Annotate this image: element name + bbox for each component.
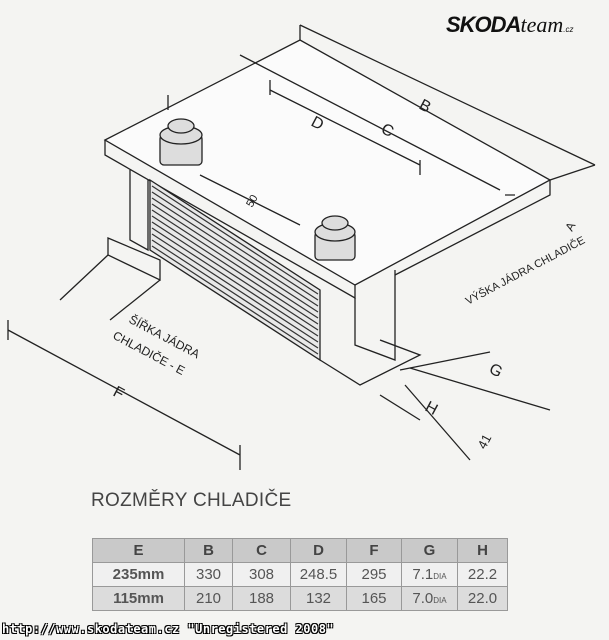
header-h: H: [457, 538, 508, 563]
cell-g: 7.1DIA: [401, 562, 458, 587]
cell-g: 7.0DIA: [401, 586, 458, 611]
filler-cap-right: [314, 215, 356, 261]
cell-e: 115mm: [92, 586, 185, 611]
dim-label-h: H: [422, 399, 440, 419]
table-header-row: E B C D F G H: [92, 538, 508, 563]
cooler-fin: [151, 185, 319, 295]
table-title: ROZMĚRY CHLADIČE: [91, 490, 292, 511]
dimensions-table: E B C D F G H 235mm 330 308 248.5 295 7.…: [92, 538, 508, 611]
cell-h: 22.0: [457, 586, 508, 611]
header-f: F: [346, 538, 402, 563]
cell-h: 22.2: [457, 562, 508, 587]
header-c: C: [232, 538, 291, 563]
cell-e: 235mm: [92, 562, 185, 587]
cell-c: 308: [232, 562, 291, 587]
height-caption: VÝŠKA JÁDRA CHLADIČE: [463, 234, 587, 308]
cooler-fin: [151, 203, 319, 313]
cooler-fin: [151, 245, 319, 355]
header-e: E: [92, 538, 185, 563]
cooler-fin: [151, 221, 319, 331]
dim-label-41: 41: [474, 432, 494, 452]
header-b: B: [184, 538, 233, 563]
header-d: D: [290, 538, 347, 563]
dim-label-a: A: [562, 220, 578, 234]
cooler-fin: [151, 191, 319, 301]
header-g: G: [401, 538, 458, 563]
cooler-fin: [151, 215, 319, 325]
cooler-fin: [151, 239, 319, 349]
cell-f: 295: [346, 562, 402, 587]
dim-label-50: 50: [244, 193, 261, 210]
cell-b: 330: [184, 562, 233, 587]
cooler-fin: [151, 197, 319, 307]
skodateam-logo: SKODAteam.cz: [446, 12, 574, 37]
cooler-fin: [151, 233, 319, 343]
cell-c: 188: [232, 586, 291, 611]
cell-f: 165: [346, 586, 402, 611]
cell-d: 132: [290, 586, 347, 611]
table-row: 115mm 210 188 132 165 7.0DIA 22.0: [92, 586, 508, 611]
table-row: 235mm 330 308 248.5 295 7.1DIA 22.2: [92, 562, 508, 587]
cooler-fin: [151, 227, 319, 337]
cell-b: 210: [184, 586, 233, 611]
cooler-fin: [151, 209, 319, 319]
watermark-footer: http://www.skodateam.cz "Unregistered 20…: [2, 622, 335, 636]
dim-label-g: G: [486, 361, 505, 382]
cell-d: 248.5: [290, 562, 347, 587]
filler-cap-left: [159, 118, 203, 166]
oil-cooler-diagram: B C D 50 A VÝŠKA JÁDRA CHLADIČE ŠÍŘKA JÁ…: [7, 24, 596, 470]
